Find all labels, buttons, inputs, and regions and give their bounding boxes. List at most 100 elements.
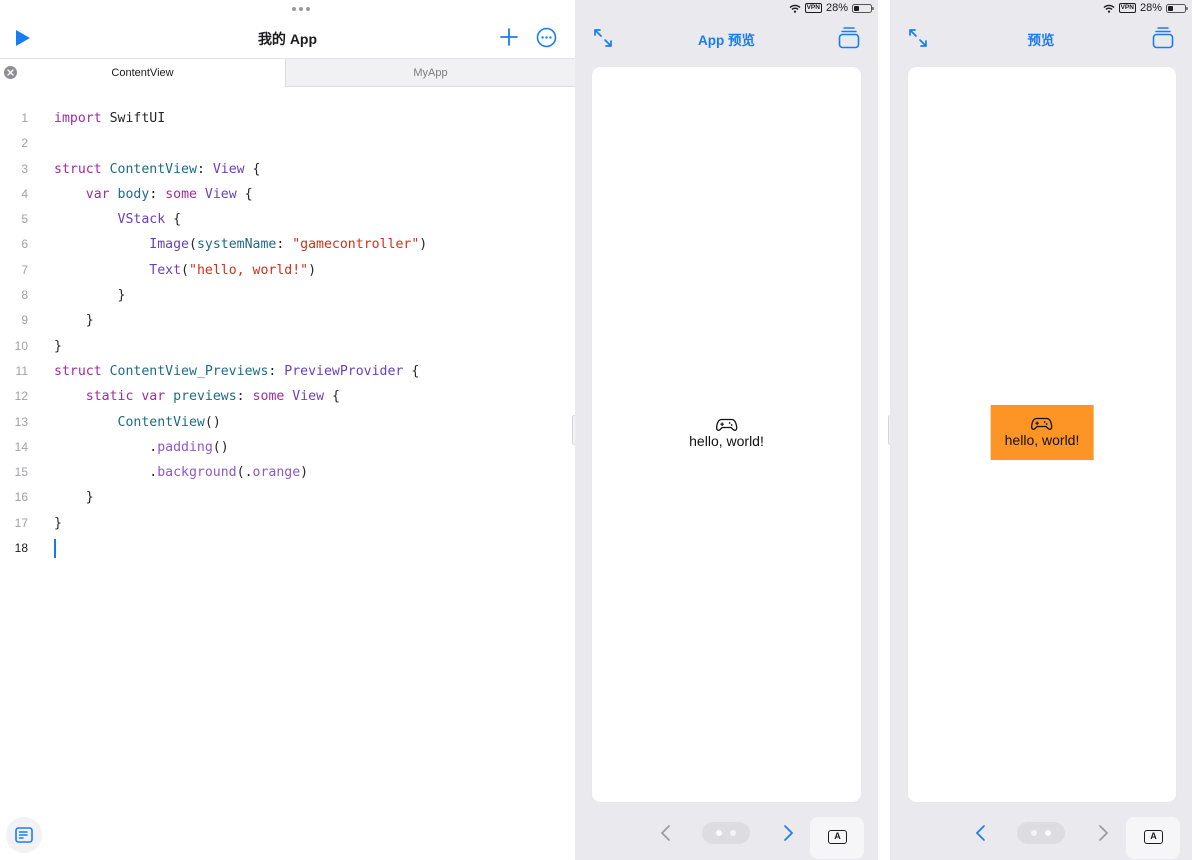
code-text: VStack { [117,212,182,228]
code-text: struct ContentView: View { [54,161,261,177]
page-dot [1031,830,1037,836]
text-size-button[interactable]: A [1126,817,1180,859]
code-text: } [54,490,94,506]
line-number: 7 [21,262,28,277]
close-icon [7,69,14,76]
chevron-right-icon [784,825,794,841]
code-line[interactable]: 4 var body: some View { [0,182,575,207]
code-line[interactable]: 1 import SwiftUI [0,106,575,131]
pane-title[interactable]: 预览 [1027,33,1055,48]
code-text: struct ContentView_Previews: PreviewProv… [54,363,420,379]
square-stack-icon [1152,27,1174,49]
page-dot-active [1045,830,1051,836]
previous-preview-button[interactable] [659,822,673,844]
plus-icon [500,28,518,46]
code-text: import SwiftUI [54,111,166,126]
battery-icon [852,3,874,13]
code-text: } [54,338,62,354]
console-button[interactable] [6,817,42,853]
console-icon [15,827,33,843]
text-size-button[interactable]: A [810,817,864,859]
code-line[interactable]: 12 static var previews: some View { [0,384,575,409]
line-number: 11 [15,363,28,378]
code-line[interactable]: 10} [0,334,575,359]
content-view-preview: hello, world! [689,418,764,449]
code-line[interactable]: 5 VStack { [0,207,575,232]
previous-preview-button[interactable] [974,822,988,844]
code-text: } [54,288,126,304]
code-line[interactable]: 7 Text("hello, world!") [0,258,575,283]
expand-button[interactable] [908,28,928,48]
expand-arrows-icon [909,29,927,47]
code-text: var body: some View { [85,186,253,202]
code-text: } [54,313,94,329]
chevron-left-icon [975,825,985,841]
run-button[interactable] [14,29,32,47]
code-line[interactable]: 13 ContentView() [0,410,575,435]
pane-divider [878,0,890,860]
stack-button[interactable] [1152,26,1174,50]
close-tab-button[interactable] [4,66,17,79]
project-title: 我的 App [257,31,318,47]
tab-label: ContentView [111,67,174,79]
code-line[interactable]: 16 } [0,485,575,510]
text-cursor [54,539,56,559]
more-options-button[interactable] [536,27,557,48]
code-line[interactable]: 9 } [0,308,575,333]
tab-myapp[interactable]: MyApp [285,59,575,87]
code-text: ContentView() [117,414,221,430]
code-line[interactable]: 18 [0,536,575,561]
ellipsis-circle-icon [536,27,557,48]
next-preview-button[interactable] [781,822,795,844]
app-preview-pane: VPN 28% App 预览 hello, world! A [575,0,878,860]
line-number: 5 [21,212,28,227]
code-line[interactable]: 8 } [0,283,575,308]
preview-page-indicator[interactable] [1017,822,1065,844]
code-text: Image(systemName: "gamecontroller") [149,237,428,253]
content-view-preview-orange: hello, world! [990,405,1094,460]
play-icon [16,30,30,46]
expand-arrows-icon [594,29,612,47]
preview-canvas: hello, world! [908,67,1176,802]
code-line[interactable]: 2 [0,131,575,156]
line-number: 16 [14,490,28,505]
code-editor-pane: 我的 App ContentView MyApp 1 import SwiftUI… [0,0,575,860]
preview-text: hello, world! [689,433,764,449]
line-number: 8 [21,288,28,303]
wifi-icon [1103,4,1115,13]
page-dot-active [716,830,722,836]
editor-navbar: 我的 App [0,20,575,58]
line-number: 13 [14,414,28,429]
line-number: 3 [21,161,28,176]
tab-label: MyApp [413,66,448,79]
code-line[interactable]: 14 .padding() [0,435,575,460]
multitasking-grabber[interactable] [292,7,310,11]
code-line[interactable]: 3 struct ContentView: View { [0,157,575,182]
gamecontroller-icon [1031,417,1053,430]
code-line[interactable]: 17} [0,511,575,536]
preview-page-indicator[interactable] [702,822,750,844]
code-text: .padding() [54,439,229,455]
line-number: 1 [21,111,28,125]
code-line[interactable]: 15 .background(.orange) [0,460,575,485]
preview-pane: VPN 28% 预览 hello, world! A [890,0,1192,860]
chevron-left-icon [660,825,670,841]
code-line[interactable]: 11 struct ContentView_Previews: PreviewPr… [0,359,575,384]
line-number: 15 [14,465,28,480]
expand-button[interactable] [593,28,613,48]
battery-percent: 28% [1139,2,1162,14]
tab-contentview[interactable]: ContentView [0,59,285,87]
code-line[interactable]: 6 Image(systemName: "gamecontroller") [0,232,575,257]
pane-title[interactable]: App 预览 [698,33,755,48]
next-preview-button[interactable] [1096,822,1110,844]
file-tab-bar: ContentView MyApp [0,58,575,87]
code-text: } [54,515,62,531]
code-text: static var previews: some View { [85,389,340,405]
battery-icon [1166,3,1188,13]
preview-toolbar: A [890,812,1192,859]
code-text-area[interactable]: 1 import SwiftUI 2 3 struct ContentView: Vie… [0,106,575,561]
wifi-icon [789,4,801,13]
add-button[interactable] [499,27,519,47]
stack-button[interactable] [838,26,860,50]
preview-canvas: hello, world! [592,67,861,802]
